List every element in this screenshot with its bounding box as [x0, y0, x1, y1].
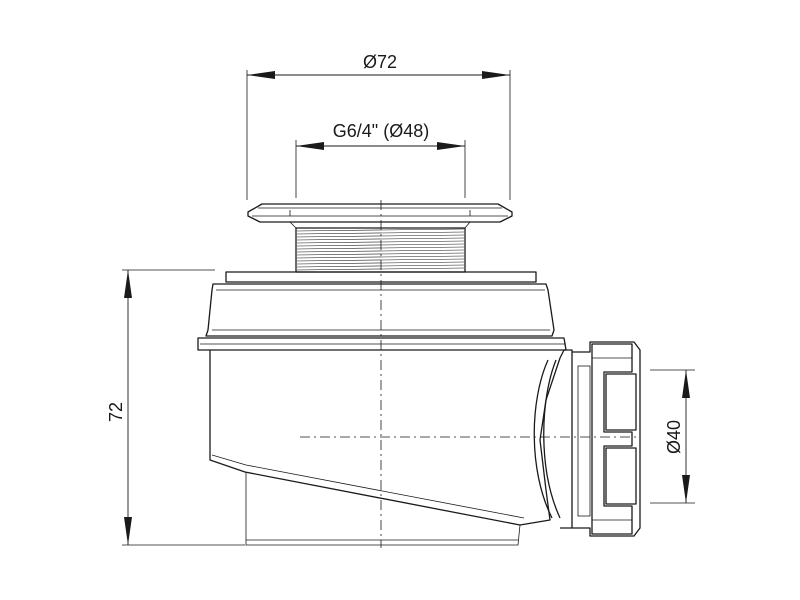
dimension-height: 72 — [106, 269, 245, 546]
thread-line — [296, 240, 465, 244]
thread-line — [296, 246, 465, 250]
overall-diameter-label: Ø72 — [363, 52, 397, 72]
thread-label: G6/4" (Ø48) — [333, 121, 429, 141]
thread-line — [296, 264, 465, 268]
outlet-diameter-label: Ø40 — [664, 420, 684, 454]
dimension-thread: G6/4" (Ø48) — [295, 121, 466, 198]
outlet-elbow — [533, 349, 573, 529]
thread-line — [296, 249, 465, 253]
thread-line — [296, 237, 465, 241]
cover-plate — [247, 203, 513, 223]
drain-body — [209, 349, 565, 546]
thread-line — [296, 258, 465, 262]
dimension-overall-diameter: Ø72 — [246, 52, 511, 200]
centerlines — [300, 200, 640, 548]
thread-line — [296, 228, 465, 232]
thread-line — [296, 267, 465, 271]
outlet-nut — [572, 341, 641, 537]
upper-flange — [205, 271, 555, 337]
thread-line — [296, 261, 465, 265]
thread-line — [296, 252, 465, 256]
thread-line — [296, 231, 465, 235]
body-ring — [197, 337, 567, 351]
thread-line — [296, 243, 465, 247]
thread-line — [296, 255, 465, 259]
dimension-outlet-diameter: Ø40 — [650, 369, 695, 504]
threaded-neck — [289, 221, 471, 273]
thread-line — [296, 234, 465, 238]
height-label: 72 — [106, 402, 126, 422]
